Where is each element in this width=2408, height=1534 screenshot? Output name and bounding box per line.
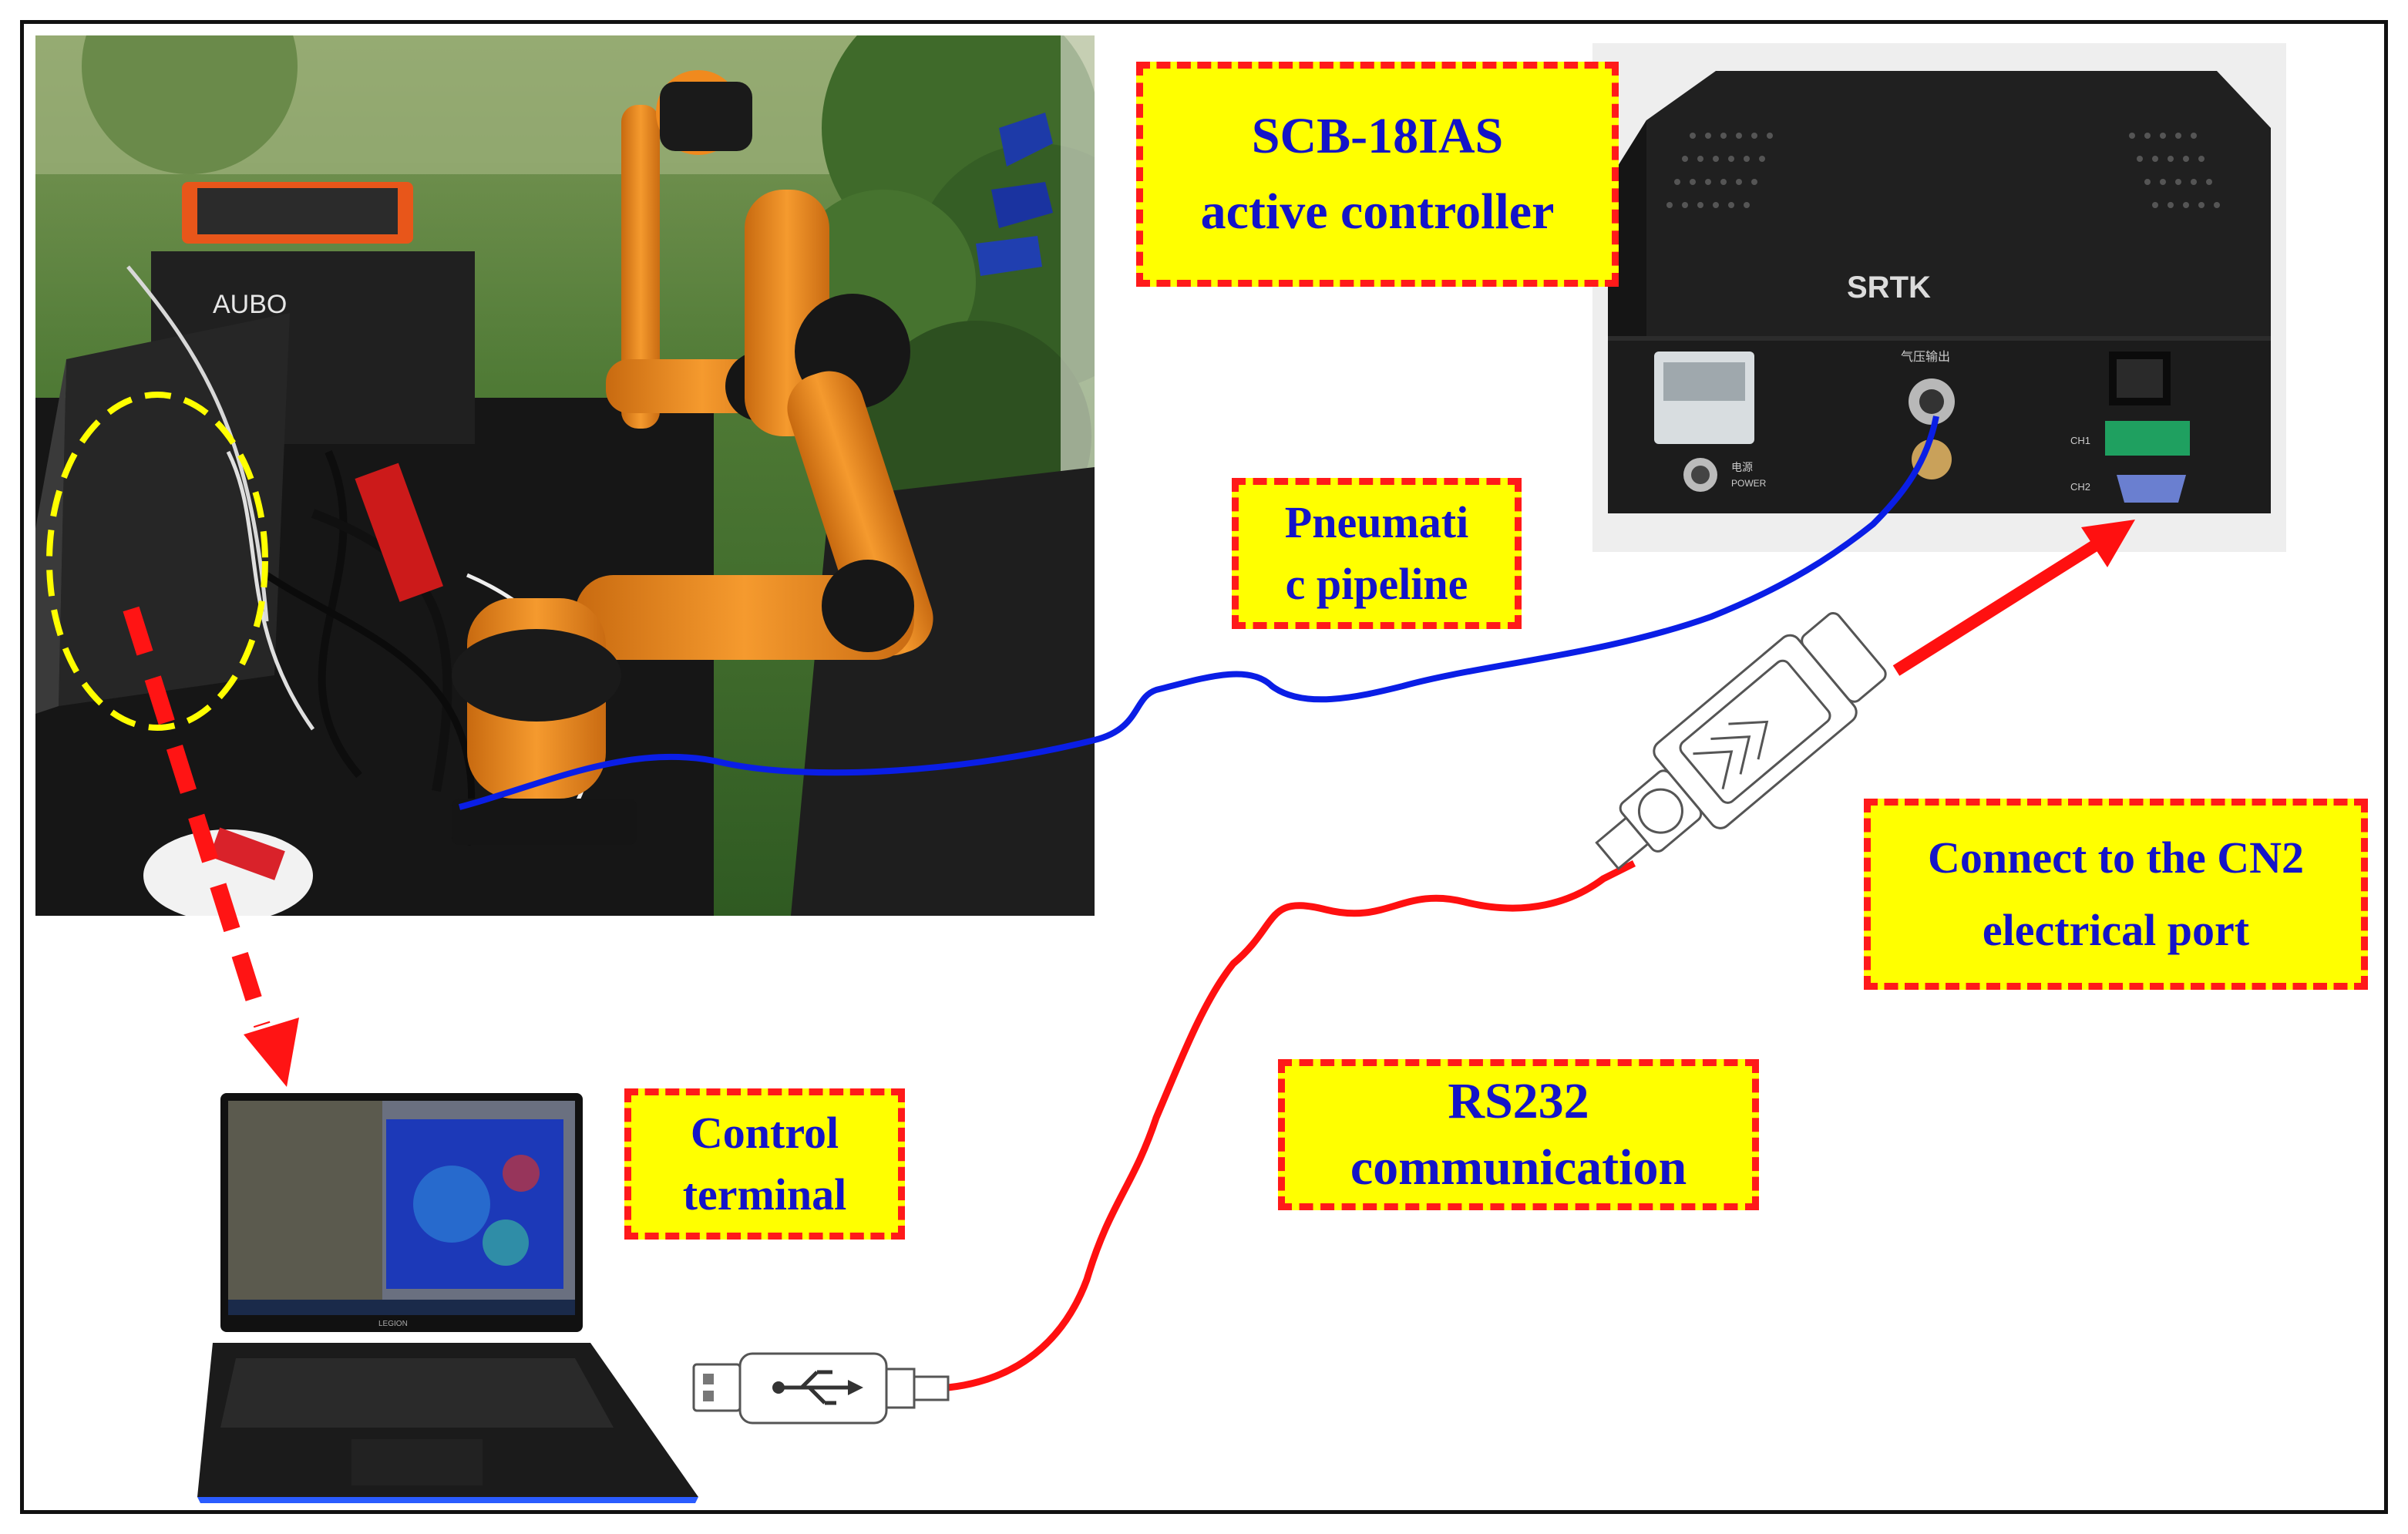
callout-rs232-line1: RS232 xyxy=(1448,1073,1589,1129)
callout-controller: SCB-18IAS active controller xyxy=(1136,62,1619,287)
ch1-label: CH1 xyxy=(2070,435,2090,446)
air-output-label: 气压输出 xyxy=(1901,349,1950,364)
serial-arrow-head xyxy=(2081,520,2135,567)
callout-controller-line2: active controller xyxy=(1200,183,1555,240)
callout-pneumatic-line2: c pipeline xyxy=(1285,559,1468,609)
pneumatic-pipeline xyxy=(458,415,1939,810)
laptop-brand: LEGION xyxy=(378,1320,408,1328)
aubo-logo: AUBO xyxy=(213,290,287,319)
callout-rs232: RS232 communication xyxy=(1278,1059,1759,1210)
power-en-label: POWER xyxy=(1731,478,1767,489)
highlight-ellipse xyxy=(46,392,268,731)
callout-cn2-line2: electrical port xyxy=(1982,905,2250,955)
serial-arrow-line xyxy=(1892,534,2108,676)
callout-terminal-line1: Control xyxy=(690,1108,839,1158)
power-cn-label: 电源 xyxy=(1731,462,1753,474)
terminal-block xyxy=(2105,421,2190,456)
rs232-cable xyxy=(947,860,1636,1391)
callout-terminal-line2: terminal xyxy=(682,1169,847,1219)
callout-pneumatic: Pneumati c pipeline xyxy=(1232,478,1522,629)
db9-connector-icon xyxy=(1595,612,1887,870)
figure-frame xyxy=(20,20,2388,1514)
callout-pneumatic-line1: Pneumati xyxy=(1284,497,1469,547)
controller-box-photo: SRTK 电源 POWER 气压输出 CH1 CH2 xyxy=(1592,43,2286,552)
control-terminal-laptop: LEGION xyxy=(197,1088,718,1503)
field-robot-photo: AUBO xyxy=(35,35,1095,916)
callout-rs232-line2: communication xyxy=(1350,1139,1687,1196)
dashed-arrow-line xyxy=(123,606,271,1028)
usb-icon xyxy=(692,1352,950,1425)
ch2-label: CH2 xyxy=(2070,481,2090,493)
callout-controller-line1: SCB-18IAS xyxy=(1251,108,1504,164)
srtk-logo: SRTK xyxy=(1847,271,1931,304)
callout-cn2-line1: Connect to the CN2 xyxy=(1927,833,2305,883)
callout-cn2: Connect to the CN2 electrical port xyxy=(1864,799,2368,990)
arrow-icon xyxy=(244,1018,299,1087)
callout-terminal: Control terminal xyxy=(624,1088,905,1240)
ch2-db9-port xyxy=(2117,475,2186,503)
